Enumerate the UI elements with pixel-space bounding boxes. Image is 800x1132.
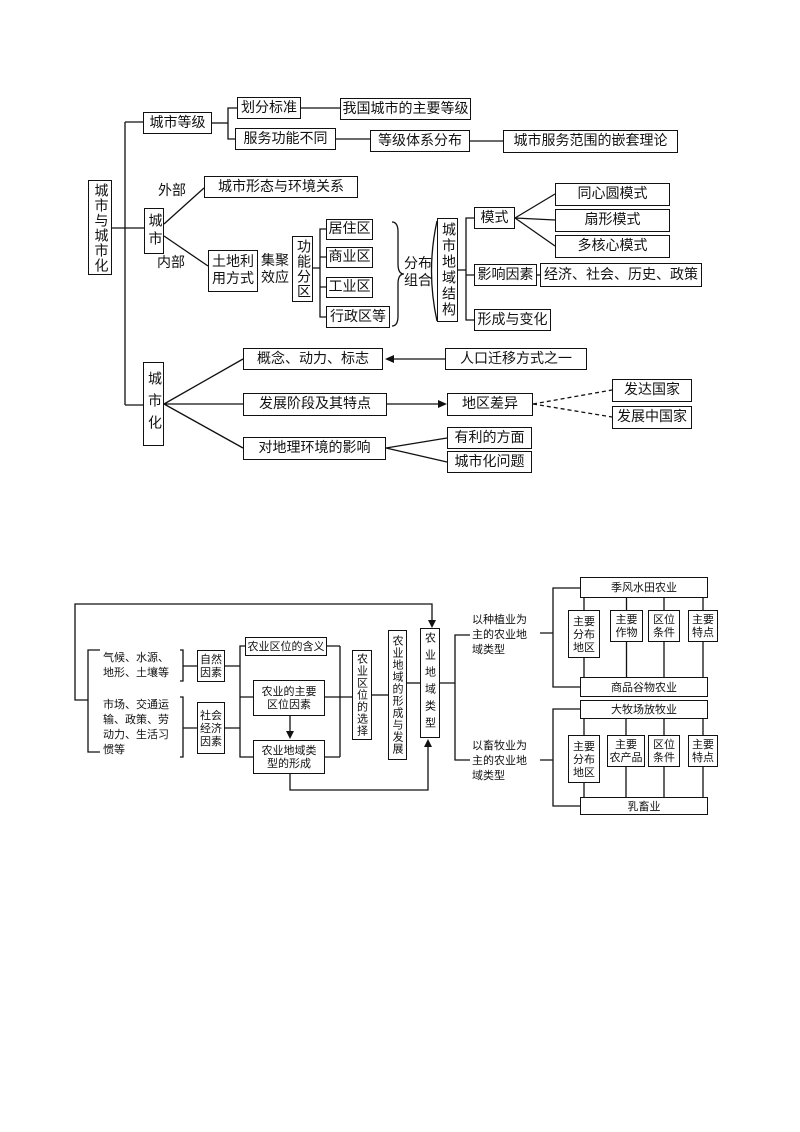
connector-zones-brace: [391, 221, 405, 327]
developed-countries-box: 发达国家: [612, 379, 692, 402]
developing-countries-box: 发展中国家: [612, 406, 692, 429]
city-box: 城市: [144, 208, 164, 254]
zone-administrative-box: 行政区等: [326, 306, 390, 328]
livestock-aspect-conditions: 区位 条件: [648, 735, 680, 767]
location-meaning-box: 农业区位的含义: [245, 637, 327, 656]
functional-zoning-box: 功能分区: [292, 236, 313, 302]
connector-factors-bracket: [225, 645, 253, 758]
agricultural-types-box: 农业地域类型: [420, 628, 440, 738]
distribution-label: 分布 组合: [404, 256, 432, 289]
arrowhead-down: [428, 620, 436, 628]
outer-label: 外部: [158, 183, 186, 199]
connector-planting-bracket: [540, 587, 580, 688]
zone-industrial-box: 工业区: [326, 277, 373, 298]
agglomeration-label: 集聚 效应: [261, 253, 289, 286]
land-use-box: 土地利 用方式: [208, 250, 258, 292]
dairy-farming-box: 乳畜业: [580, 797, 708, 815]
connector-middle-bracket: [325, 645, 352, 758]
connector-urbanization-fan: [163, 358, 244, 449]
arrowhead-down-formation: [286, 731, 294, 739]
model-box: 模式: [474, 207, 515, 229]
connector-livestock-columns: [583, 719, 704, 797]
connector-zoning-bracket: [313, 228, 326, 318]
monsoon-paddy-box: 季风水田农业: [580, 577, 708, 598]
connector-regional-dashed: [532, 389, 613, 418]
model-concentric-box: 同心圆模式: [555, 183, 670, 206]
connector-formation-return: [289, 746, 429, 791]
connector-planting-columns: [583, 598, 704, 677]
inner-label: 内部: [157, 255, 185, 271]
livestock-aspect-products: 主要 农产品: [607, 735, 645, 767]
urban-grade-box: 城市等级: [143, 112, 212, 134]
ranching-box: 大牧场放牧业: [580, 700, 708, 719]
connector-types-bracket: [440, 634, 470, 761]
planting-aspect-conditions: 区位 条件: [648, 610, 680, 642]
connector-detail-brackets: [180, 649, 184, 758]
social-economic-factors-box: 社会 经济 因素: [197, 702, 225, 754]
concept-box: 概念、动力、标志: [243, 348, 383, 370]
planting-aspect-distribution: 主要 分布 地区: [568, 610, 600, 658]
planting-type-text: 以种植业为 主的农业地 域类型: [472, 613, 527, 656]
regional-difference-box: 地区差异: [447, 393, 533, 416]
main-location-factors-box: 农业的主要 区位因素: [253, 680, 325, 716]
urbanization-problems-box: 城市化问题: [447, 451, 532, 473]
connector-detail-to-factors: [183, 665, 197, 729]
environment-impact-box: 对地理环境的影响: [243, 437, 386, 460]
root-urban-box: 城市与城市化: [88, 180, 112, 275]
location-choice-box: 农业区位的选择: [352, 650, 372, 740]
connector-distribution-brace: [430, 220, 438, 322]
stages-box: 发展阶段及其特点: [243, 393, 387, 416]
commercial-grain-box: 商品谷物农业: [580, 677, 708, 697]
factors-detail-box: 经济、社会、历史、政策: [540, 263, 702, 287]
formation-change-box: 形成与变化: [474, 309, 551, 331]
city-form-box: 城市形态与环境关系: [204, 176, 358, 198]
zone-residential-box: 居住区: [326, 219, 373, 240]
connector-model-fan: [514, 193, 556, 247]
urban-structure-box: 城市地域结构: [437, 218, 458, 322]
grade-system-box: 等级体系分布: [370, 130, 470, 152]
connector-left-bracket: [87, 649, 100, 753]
connector-city-to-landuse: [163, 235, 209, 267]
model-multinuclei-box: 多核心模式: [555, 235, 670, 258]
connector-structure-bracket: [458, 217, 474, 321]
connector-impact-fan: [385, 437, 448, 463]
natural-detail-text: 气候、水源、 地形、土壤等: [103, 651, 169, 679]
type-formation-box: 农业地域类 型的形成: [253, 740, 325, 774]
migration-box: 人口迁移方式之一: [445, 348, 587, 370]
arrowhead-right: [438, 400, 447, 408]
main-grades-box: 我国城市的主要等级: [340, 98, 471, 120]
connector-livestock-bracket: [540, 708, 580, 807]
livestock-aspect-distribution: 主要 分布 地区: [568, 735, 600, 783]
livestock-aspect-features: 主要 特点: [688, 735, 718, 767]
livestock-type-text: 以畜牧业为 主的农业地 域类型: [472, 739, 527, 782]
service-function-box: 服务功能不同: [235, 128, 336, 150]
nested-theory-box: 城市服务范围的嵌套理论: [503, 130, 678, 153]
planting-aspect-features: 主要 特点: [688, 610, 718, 642]
grade-criteria-box: 划分标准: [237, 97, 301, 119]
influence-factors-box: 影响因素: [474, 264, 537, 286]
natural-factors-box: 自然 因素: [197, 650, 225, 682]
planting-aspect-crops: 主要 作物: [610, 610, 643, 642]
model-sector-box: 扇形模式: [555, 209, 670, 232]
connector-feedback-loop: [74, 603, 433, 701]
formation-development-box: 农业地域的形成与发展: [388, 630, 407, 760]
positive-aspects-box: 有利的方面: [447, 427, 532, 449]
social-detail-text: 市场、交通运 输、政策、劳 动力、生活习 惯等: [103, 698, 169, 756]
urbanization-box: 城市化: [143, 362, 164, 446]
arrowhead-left: [385, 355, 394, 363]
zone-commercial-box: 商业区: [326, 247, 373, 268]
connector-grade-bracket: [227, 107, 237, 140]
connector-city-to-form: [163, 187, 205, 225]
arrowhead-up: [424, 739, 432, 747]
